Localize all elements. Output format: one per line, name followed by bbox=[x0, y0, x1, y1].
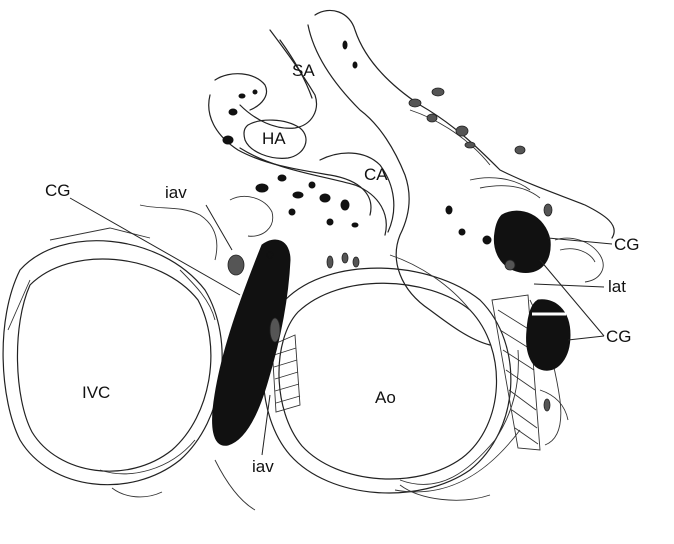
label-iav-bottom: iav bbox=[252, 457, 274, 476]
label-sa: SA bbox=[292, 61, 315, 80]
celiac-ganglion-right-upper bbox=[494, 211, 550, 272]
aorta-vessel bbox=[263, 268, 520, 493]
label-cg-left: CG bbox=[45, 181, 71, 200]
label-ca: CA bbox=[364, 165, 388, 184]
label-lat: lat bbox=[608, 277, 626, 296]
label-iav-top: iav bbox=[165, 183, 187, 202]
label-ivc: IVC bbox=[82, 383, 110, 402]
label-cg-right-top: CG bbox=[614, 235, 640, 254]
label-ha: HA bbox=[262, 129, 286, 148]
label-ao: Ao bbox=[375, 388, 396, 407]
label-cg-right-bottom: CG bbox=[606, 327, 632, 346]
nerve-fragments bbox=[223, 41, 491, 258]
celiac-ganglion-left bbox=[213, 240, 290, 445]
celiac-ganglion-right-lower bbox=[527, 300, 570, 370]
